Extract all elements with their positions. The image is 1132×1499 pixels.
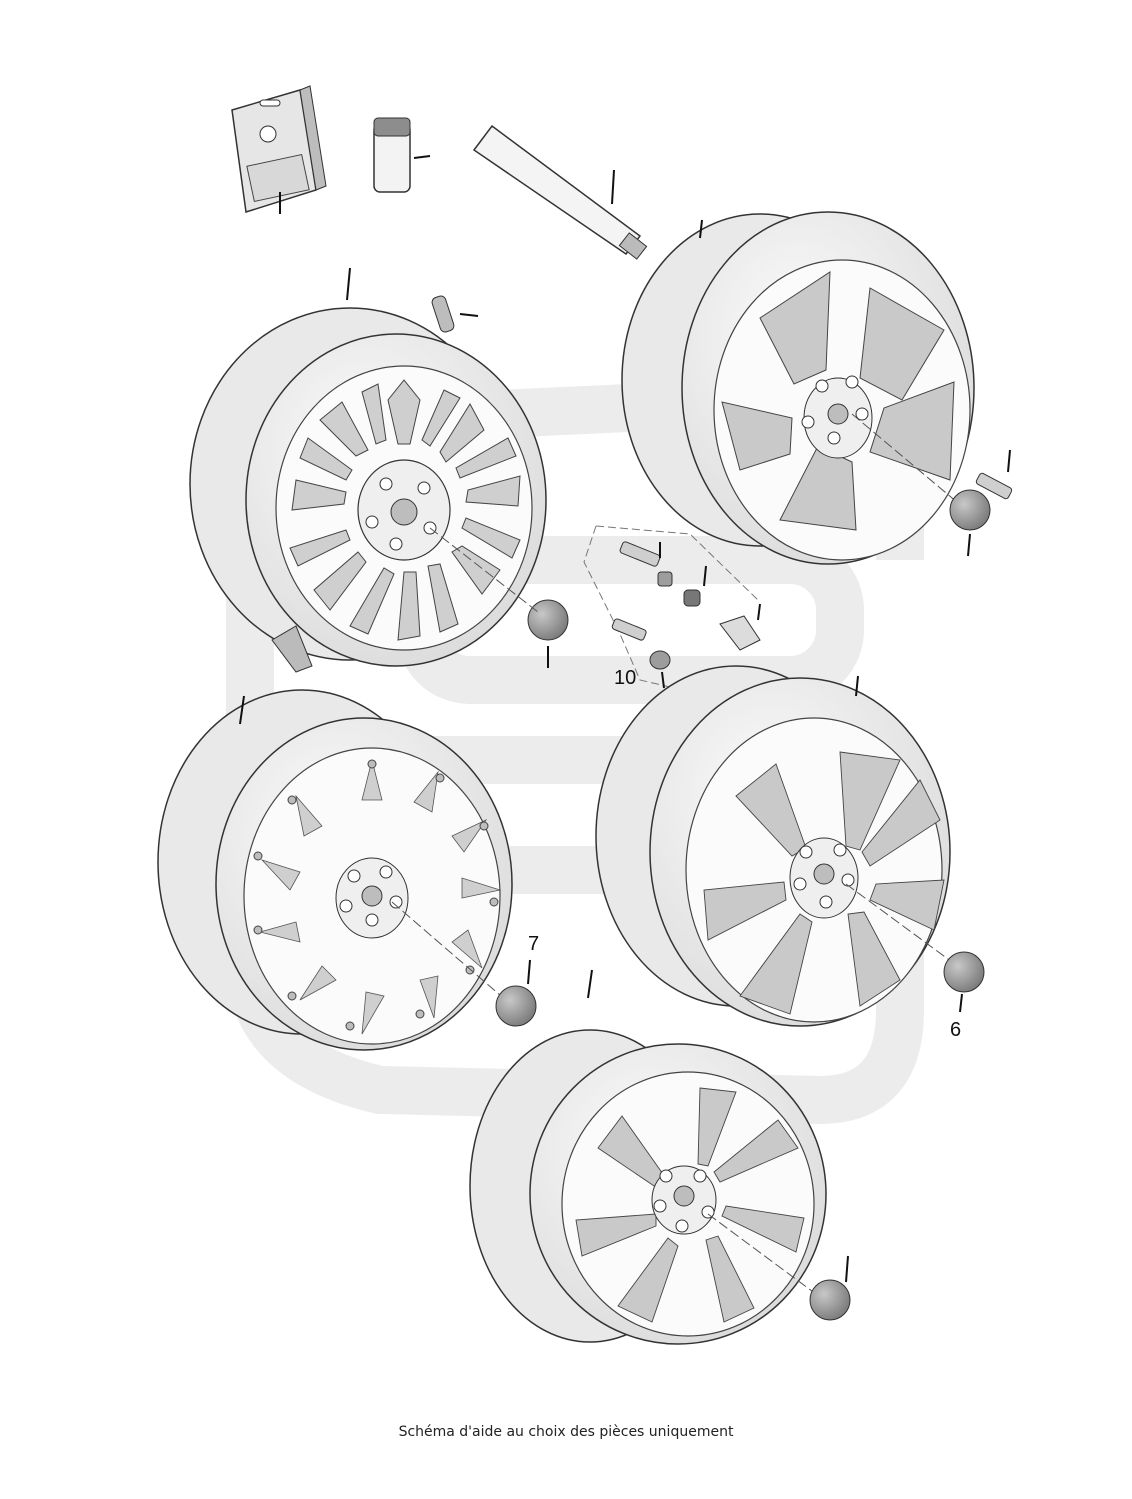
center-cap-3-icon — [495, 959, 537, 1027]
alloy-wheel-ten-spoke — [469, 969, 827, 1345]
assembly-paste-tube-icon — [472, 124, 648, 260]
bolt-group — [583, 525, 761, 695]
callout-10: 10 — [614, 667, 636, 689]
bolt-kit-package-icon — [231, 85, 327, 214]
center-cap-2-icon — [949, 489, 991, 557]
center-cap-4-icon — [943, 951, 985, 1013]
diagram-caption: Schéma d'aide au choix des pièces unique… — [398, 1424, 734, 1440]
center-cap-5-icon — [809, 1255, 851, 1321]
alloy-wheel-double-spoke — [595, 665, 953, 1027]
center-cap-1-icon — [429, 527, 569, 668]
alloy-wheel-cross-spoke — [157, 689, 513, 1051]
alloy-wheel-mesh-spoke — [189, 267, 547, 673]
callout-7: 7 — [528, 933, 539, 955]
tire-valve-icon — [431, 295, 479, 333]
alloy-wheel-five-spoke — [621, 211, 975, 565]
wheel-bolt-icon — [975, 449, 1013, 500]
callout-6: 6 — [950, 1019, 961, 1041]
paint-canister-icon — [373, 117, 431, 193]
